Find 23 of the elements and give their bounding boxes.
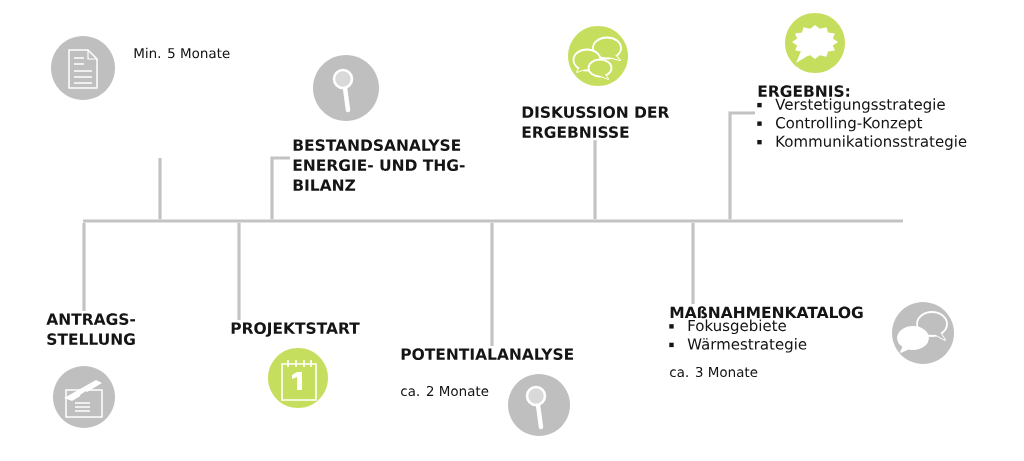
connector-line bbox=[270, 156, 290, 220]
connector-line bbox=[237, 222, 241, 320]
list-item: Verstetigungsstrategie bbox=[775, 98, 945, 113]
duration-label: ca. 2 Monate bbox=[401, 385, 489, 397]
list-item: Controlling-Konzept bbox=[776, 116, 923, 132]
duration-label: ca. 3 Monate bbox=[670, 366, 758, 378]
milestone-title: PROJEKTSTART bbox=[231, 322, 360, 337]
milestone-title: MAßNAHMENKATALOG bbox=[670, 306, 863, 319]
connector-line bbox=[728, 111, 755, 220]
connector-line bbox=[691, 222, 695, 304]
milestone-title: BESTANDSANALYSE ENERGIE- UND THG- BILANZ bbox=[293, 139, 465, 191]
milestone-title: POTENTIALANALYSE bbox=[401, 348, 574, 360]
milestone-title: ERGEBNIS: bbox=[758, 85, 850, 97]
connector-line bbox=[593, 140, 597, 220]
milestone-title: DISKUSSION DER ERGEBNISSE bbox=[522, 106, 670, 138]
duration-label: Min. 5 Monate bbox=[134, 47, 230, 59]
milestone-title: ANTRAGS- STELLUNG bbox=[46, 313, 136, 345]
list-item: Wärmestrategie bbox=[687, 338, 807, 353]
list-item: Kommunikationsstrategie bbox=[776, 135, 967, 150]
connector-line bbox=[490, 222, 494, 346]
timeline-bar bbox=[83, 219, 903, 223]
list-item: Fokusgebiete bbox=[688, 319, 786, 335]
connector-line bbox=[82, 222, 86, 311]
